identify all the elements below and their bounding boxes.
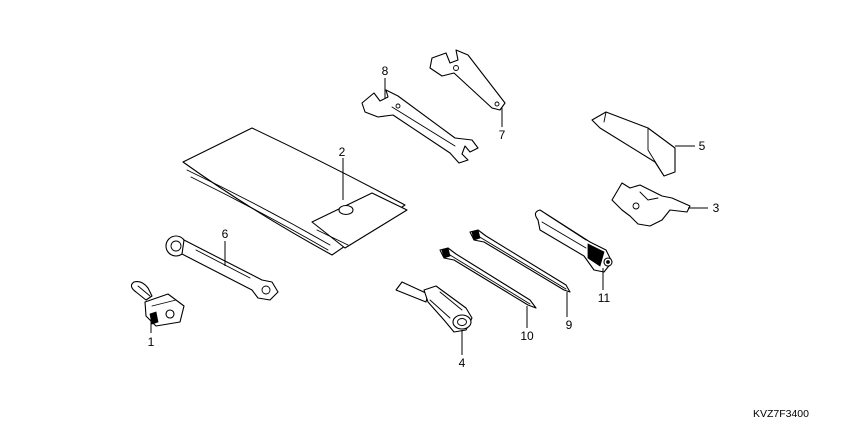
drawing-code: KVZ7F3400: [753, 408, 809, 420]
part-3-pin-spanner[interactable]: [611, 182, 691, 227]
callout-1: 1: [148, 335, 155, 349]
callout-labels: 1 2 3 4 5 6 7 8 9 10 11: [148, 64, 720, 370]
callout-5: 5: [699, 139, 706, 153]
callout-11: 11: [598, 291, 611, 305]
part-11-screwdriver-handle[interactable]: [534, 209, 613, 273]
part-8-double-open-end-wrench[interactable]: [361, 89, 479, 164]
callout-8: 8: [382, 64, 389, 78]
part-6-ring-wrench[interactable]: [165, 235, 279, 301]
part-7-open-end-wrench[interactable]: [429, 49, 506, 111]
leader-lines: [150, 78, 708, 355]
callout-2: 2: [339, 145, 346, 159]
callout-6: 6: [222, 227, 229, 241]
callout-7: 7: [499, 128, 506, 142]
part-9-screwdriver-bit[interactable]: [469, 229, 571, 293]
callout-3: 3: [713, 201, 720, 215]
callout-4: 4: [459, 356, 466, 370]
part-1-small-tool[interactable]: [130, 281, 185, 327]
callout-10: 10: [520, 329, 534, 343]
callout-9: 9: [566, 318, 573, 332]
part-10-screwdriver-bit[interactable]: [439, 247, 537, 309]
part-2-tool-bag[interactable]: [182, 127, 408, 256]
part-4-box-socket[interactable]: [395, 281, 473, 333]
part-5-handle-bar[interactable]: [591, 111, 676, 177]
